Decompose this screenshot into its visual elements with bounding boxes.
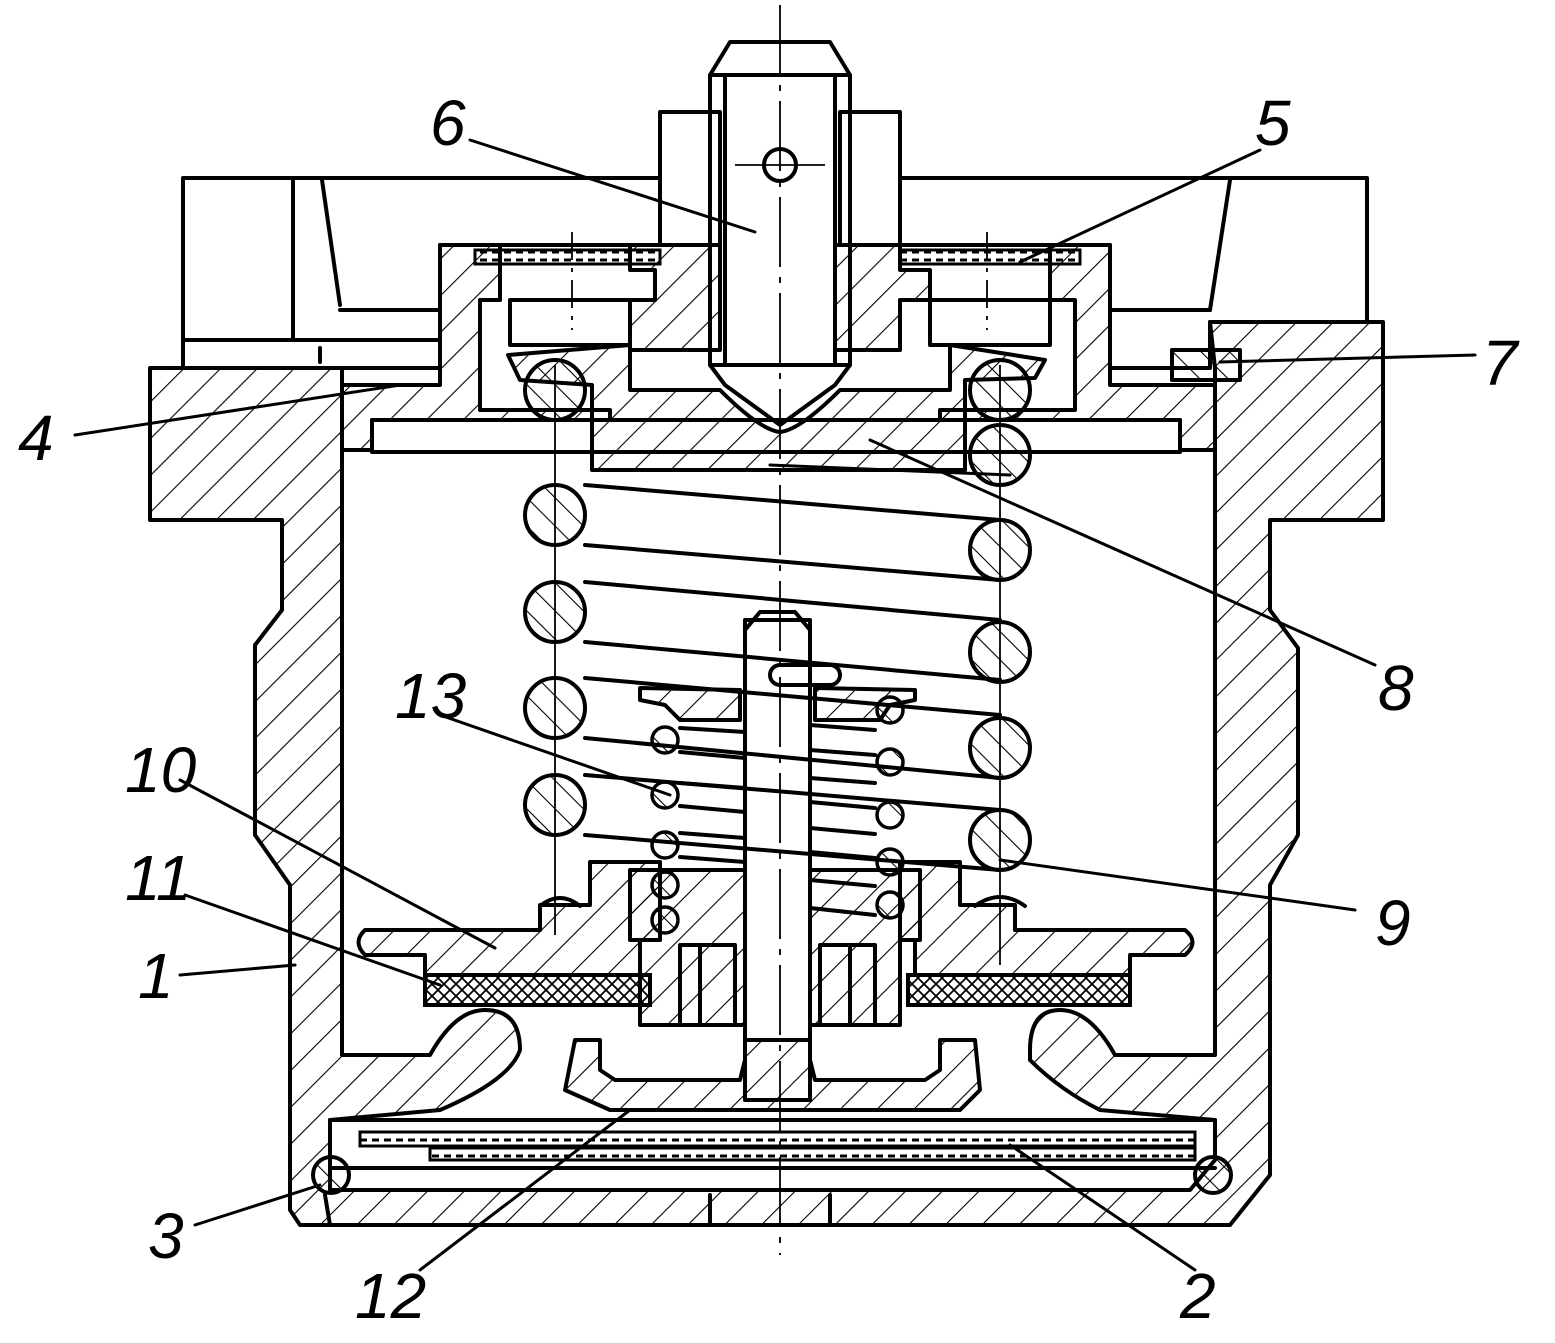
o-ring bbox=[311, 1155, 1233, 1195]
retaining-ring bbox=[1170, 348, 1242, 382]
label-11: 11 bbox=[125, 842, 191, 914]
label-2: 2 bbox=[1179, 1260, 1216, 1332]
valve-disc bbox=[356, 860, 1195, 1007]
stem-guide bbox=[508, 110, 1052, 352]
label-8: 8 bbox=[1378, 652, 1414, 724]
leader-lines bbox=[73, 138, 1477, 1272]
top-flange bbox=[181, 176, 1369, 370]
label-10: 10 bbox=[125, 734, 197, 806]
label-5: 5 bbox=[1255, 87, 1291, 159]
label-12: 12 bbox=[355, 1260, 426, 1332]
label-13: 13 bbox=[395, 660, 467, 732]
membrane bbox=[328, 1130, 1217, 1170]
inner-spring bbox=[638, 686, 917, 935]
label-6: 6 bbox=[430, 87, 466, 159]
cover-plate bbox=[340, 243, 1217, 454]
label-7: 7 bbox=[1482, 327, 1520, 399]
label-9: 9 bbox=[1375, 887, 1411, 959]
part-labels: 1 2 3 4 5 6 7 8 9 10 11 12 13 bbox=[18, 87, 1520, 1332]
label-1: 1 bbox=[138, 940, 174, 1012]
label-4: 4 bbox=[18, 402, 54, 474]
adjusting-nut bbox=[473, 232, 1082, 330]
label-3: 3 bbox=[148, 1200, 184, 1272]
